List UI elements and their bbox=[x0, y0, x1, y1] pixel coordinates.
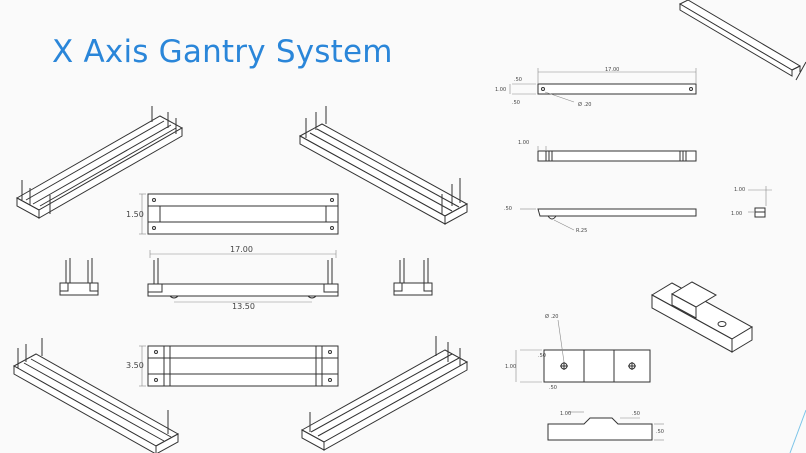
iso-frame-bottom-right bbox=[300, 336, 469, 451]
iso-frame-top-left bbox=[15, 106, 184, 219]
bar-drawing-bottom bbox=[520, 208, 697, 231]
front-view-inner-dim: 13.50 bbox=[232, 302, 255, 311]
bracket-side-view bbox=[547, 411, 664, 441]
bar-height-dim: 1.00 bbox=[495, 87, 506, 93]
bar-notch-radius-dim: R.25 bbox=[576, 228, 587, 234]
small-block-height-dim: 1.00 bbox=[731, 211, 742, 217]
iso-bracket bbox=[650, 281, 754, 353]
bracket-top-view bbox=[515, 319, 651, 383]
iso-bar-right bbox=[678, 0, 806, 81]
side-view-right bbox=[393, 258, 433, 296]
slide-title: X Axis Gantry System bbox=[52, 34, 393, 70]
bracket-bottom-offset-dim: .50 bbox=[549, 385, 557, 391]
accent-line bbox=[789, 409, 806, 453]
bar-slot-width-dim: 1.00 bbox=[518, 140, 529, 146]
bracket-hole-offset-dim: .50 bbox=[538, 353, 546, 359]
bar-end-offset-top-dim: .50 bbox=[514, 77, 522, 83]
small-block-drawing bbox=[748, 186, 772, 218]
iso-frame-top-right bbox=[298, 106, 469, 225]
center-bottom-view bbox=[139, 345, 339, 387]
bar-length-dim: 17.00 bbox=[605, 67, 619, 73]
bracket-step-height-dim: .50 bbox=[632, 411, 640, 417]
bar-end-offset-bottom-dim: .50 bbox=[512, 100, 520, 106]
bar-drawing-top bbox=[509, 68, 697, 103]
iso-frame-bottom-left bbox=[12, 338, 180, 453]
bracket-step-width-dim: 1.00 bbox=[560, 411, 571, 417]
front-view-length-dim: 17.00 bbox=[230, 245, 253, 254]
bracket-total-height-dim: .50 bbox=[656, 429, 664, 435]
top-view-height-dim: 1.50 bbox=[126, 210, 144, 219]
center-front-view bbox=[147, 250, 339, 303]
bar-drawing-middle bbox=[537, 146, 697, 162]
bar-side-offset-dim: .50 bbox=[504, 206, 512, 212]
bottom-view-height-dim: 3.50 bbox=[126, 361, 144, 370]
bracket-hole-dia-dim: Ø .20 bbox=[545, 313, 558, 320]
center-top-view bbox=[139, 193, 339, 235]
bracket-height-dim: 1.00 bbox=[505, 364, 516, 370]
side-view-left bbox=[59, 258, 99, 296]
small-block-width-dim: 1.00 bbox=[734, 187, 745, 193]
bar-hole-dia-dim: Ø .20 bbox=[578, 101, 591, 108]
